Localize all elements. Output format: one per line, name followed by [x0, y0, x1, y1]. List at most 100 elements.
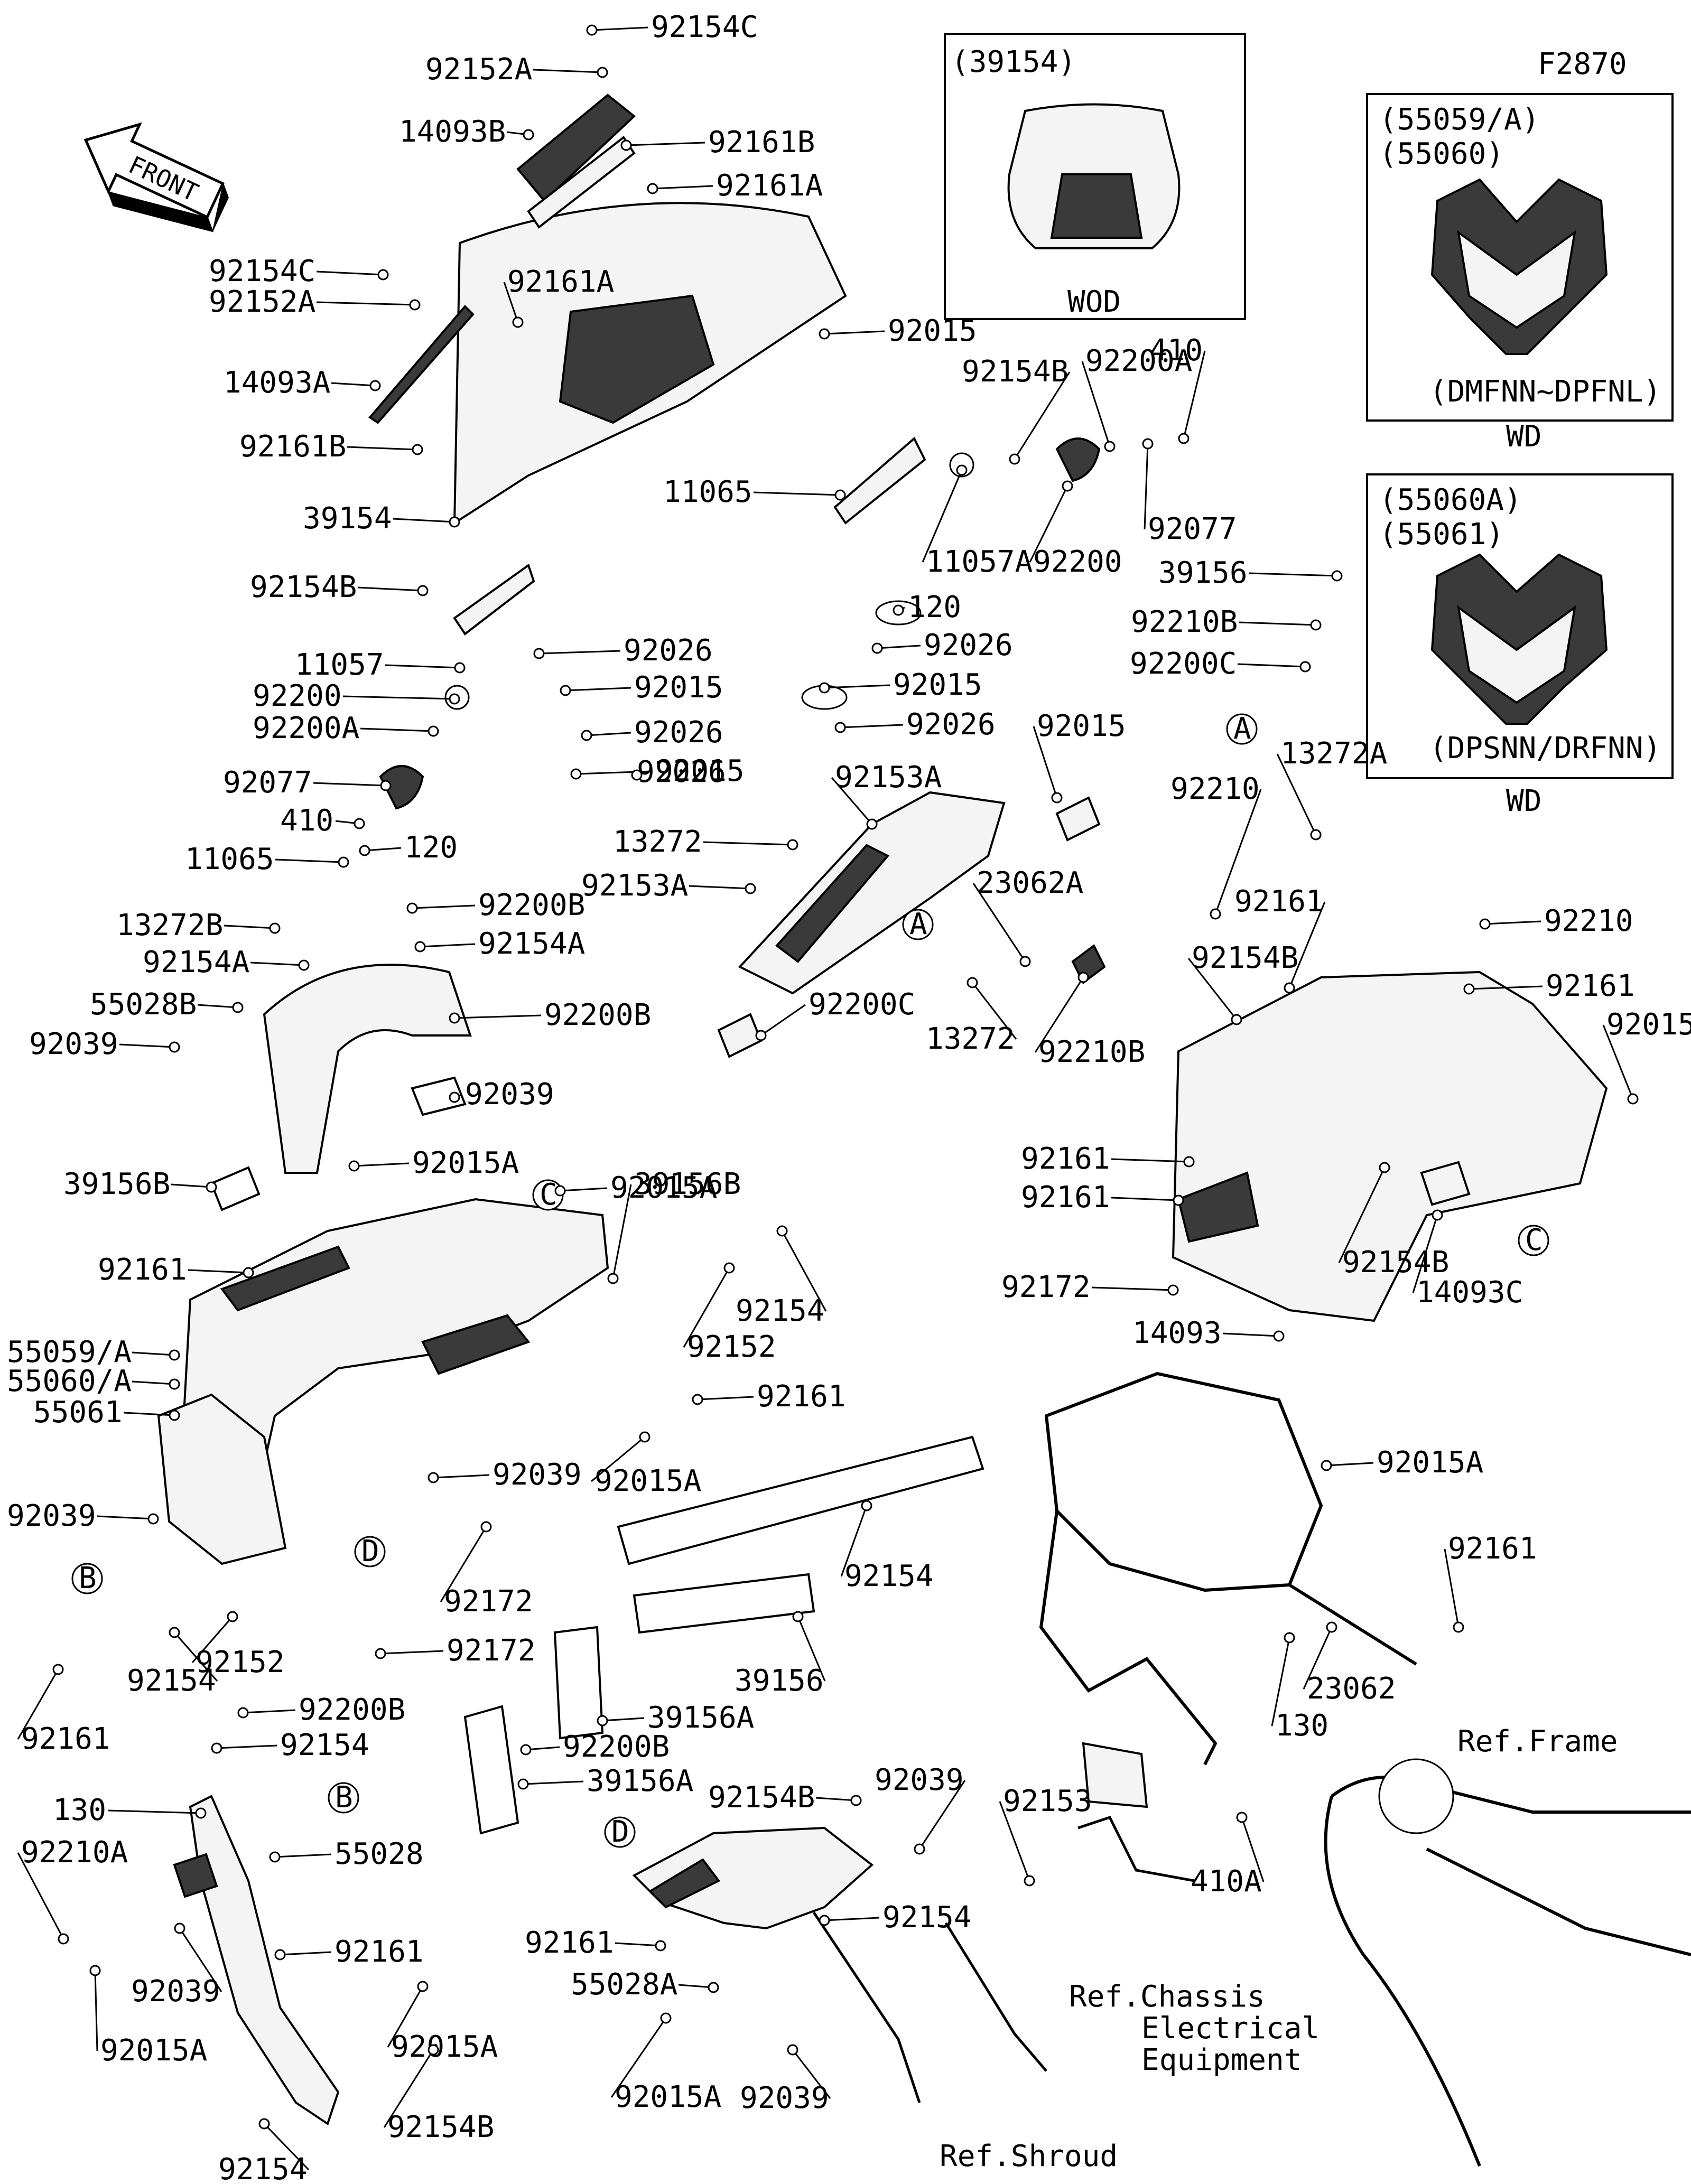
- callout: 92015: [570, 754, 745, 788]
- part-number-label: 92039: [131, 1974, 220, 2009]
- part-number-label: 92172: [444, 1584, 533, 1619]
- ref-circle-c-2: [1518, 1225, 1549, 1256]
- callout: 92210B: [1131, 605, 1322, 639]
- variant-wod-caption: WOD: [1067, 285, 1121, 319]
- fastener-icon: [692, 1394, 703, 1405]
- callout: 14093A: [224, 366, 381, 400]
- part-number-label: 14093B: [399, 115, 506, 149]
- fastener-icon: [169, 1410, 180, 1421]
- callout: 11065: [663, 475, 846, 509]
- fastener-icon: [1062, 480, 1073, 492]
- leader-line: [275, 858, 344, 863]
- fastener-icon: [354, 818, 365, 829]
- part-number-label: 55059/A: [7, 1335, 132, 1369]
- part-number-label: 92210B: [1038, 1035, 1145, 1069]
- leader-line: [224, 925, 275, 929]
- fastener-icon: [237, 1707, 249, 1719]
- fastener-icon: [850, 1795, 862, 1806]
- leader-line: [612, 1184, 632, 1279]
- part-number-label: 92015A: [412, 1146, 519, 1180]
- part-number-label: 39154: [303, 501, 392, 536]
- leader-line: [1602, 1024, 1634, 1099]
- callout: 92026: [834, 707, 996, 742]
- callout: 92161: [525, 1926, 666, 1960]
- callout: 92161: [98, 1253, 254, 1287]
- part-number-label: 92172: [1001, 1270, 1091, 1304]
- fastener-icon: [1379, 1162, 1390, 1173]
- callout: 92172: [440, 1521, 533, 1619]
- fastener-icon: [1627, 1093, 1639, 1105]
- leader-line: [357, 586, 423, 592]
- callout: 39156A: [597, 1701, 754, 1735]
- callout: 92015A: [89, 1965, 207, 2068]
- fastener-icon: [1273, 1330, 1285, 1342]
- part-number-label: 92015: [634, 670, 723, 705]
- leader-line: [523, 1780, 584, 1785]
- part-number-label: 92154B: [962, 354, 1069, 389]
- part-number-label: 92015: [888, 314, 977, 348]
- fastener-icon: [967, 977, 978, 988]
- callout: 55028B: [90, 987, 244, 1022]
- callout: 92200: [253, 679, 460, 713]
- leader-line: [538, 650, 621, 655]
- part-number-label: 92026: [634, 715, 723, 750]
- callout: 92200B: [449, 998, 651, 1032]
- callout: 55028: [269, 1837, 424, 1871]
- part-number-label: 130: [1275, 1709, 1328, 1743]
- callout: 55028A: [571, 1967, 719, 2002]
- fastener-icon: [412, 444, 423, 455]
- ref-circle-b-2: [328, 1782, 359, 1814]
- leader-line: [179, 1928, 222, 1992]
- bracket-23062a-slot: [775, 844, 890, 963]
- part-number-label: 92154B: [708, 1780, 815, 1815]
- callout: 92152A: [209, 285, 421, 319]
- side-cover-55028: [189, 1795, 340, 2126]
- leader-line: [781, 1230, 827, 1312]
- fastener-icon: [169, 1378, 180, 1390]
- ref-chassis-3: Equipment: [1141, 2043, 1302, 2077]
- callout: 92015A: [348, 1146, 519, 1180]
- part-number-label: 11057A: [926, 545, 1033, 579]
- ref-circle-a-2: [902, 909, 934, 940]
- leader-line: [316, 270, 384, 276]
- fastener-icon: [169, 1627, 180, 1638]
- fastener-icon: [243, 1267, 254, 1278]
- part-number-label: 13272A: [1280, 736, 1387, 771]
- part-number-label: 92200B: [544, 998, 651, 1032]
- leader-line: [380, 1650, 444, 1655]
- part-number-label: 39156A: [647, 1701, 754, 1735]
- callout: 92077: [1142, 438, 1237, 546]
- cowl-wd1-inner-icon: [1457, 230, 1576, 329]
- fastener-icon: [1019, 956, 1031, 967]
- leader-line: [586, 732, 631, 736]
- part-number-label: 13272: [926, 1022, 1015, 1056]
- fastener-icon: [1453, 1621, 1464, 1633]
- leader-line: [17, 1852, 64, 1939]
- leader-line: [1412, 1215, 1438, 1293]
- variant-wod-code: (39154): [951, 45, 1076, 79]
- callout: 13272: [926, 977, 1017, 1056]
- fastener-icon: [169, 1349, 180, 1361]
- callout: 92154: [819, 1900, 972, 1935]
- leader-line: [243, 1709, 296, 1714]
- leader-line: [615, 1942, 661, 1947]
- callout: 55059/A: [7, 1335, 180, 1369]
- fastener-icon: [792, 1611, 804, 1622]
- callout: 92154B: [962, 354, 1071, 465]
- part-number-label: 92161: [335, 1935, 424, 1969]
- part-number-label: 92154: [127, 1664, 216, 1698]
- callout: 130: [53, 1793, 207, 1827]
- upper-cowl-vent-1: [220, 1245, 350, 1312]
- callout: 92210B: [1034, 972, 1145, 1069]
- cowl-wd1-icon: [1430, 178, 1608, 355]
- leader-line: [840, 724, 904, 729]
- part-number-label: 13272B: [116, 908, 223, 942]
- frame-spar: [1426, 1847, 1691, 1956]
- leader-line: [263, 2123, 310, 2171]
- callout: 92200A: [1081, 344, 1192, 452]
- part-number-label: 92210: [1170, 772, 1260, 806]
- part-number-label: 92154C: [651, 10, 758, 44]
- fastener-icon: [1432, 1209, 1443, 1221]
